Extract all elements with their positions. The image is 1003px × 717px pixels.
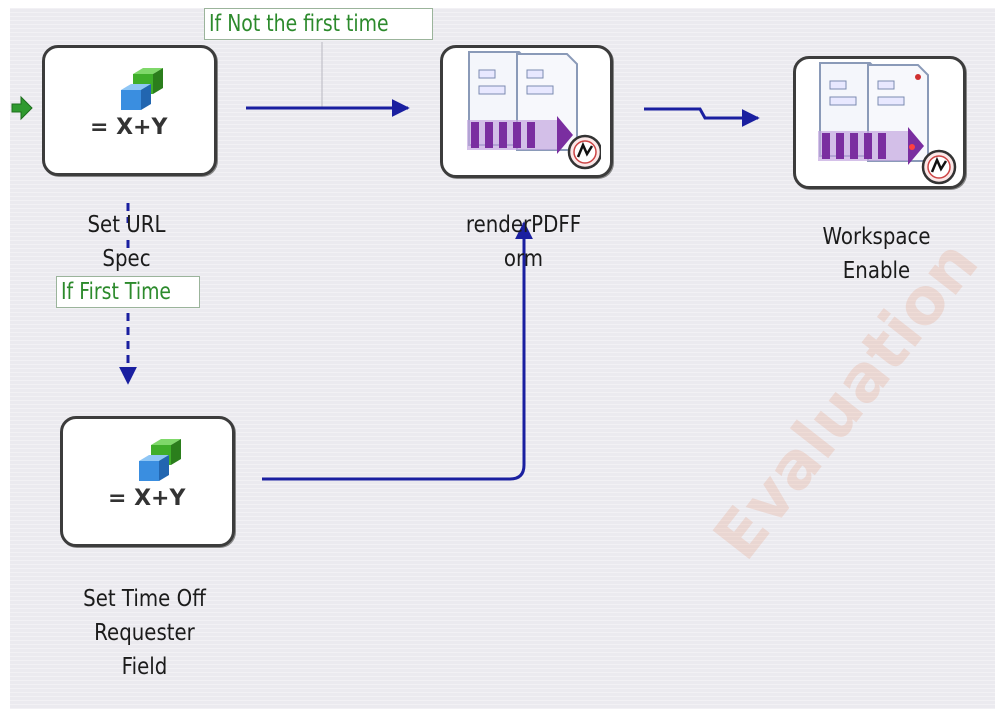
node-workspace-enable[interactable] (793, 56, 966, 189)
assign-expression-icon: = X+Y (108, 439, 186, 511)
edge-render-to-workspace[interactable] (644, 107, 760, 127)
edge-layer (11, 42, 760, 481)
render-form-icon (818, 62, 957, 185)
assign-icon-text: = X+Y (90, 115, 168, 140)
assign-expression-icon: = X+Y (90, 68, 168, 140)
node-label-set-url-spec: Set URL Spec (87, 212, 166, 272)
node-label-workspace-enable: Workspace Enable (822, 224, 931, 284)
edge-label-if-not-first-time[interactable]: If Not the first time (204, 8, 434, 40)
node-label-render-pdf-form: renderPDFF orm (465, 212, 582, 272)
edge-settimeoff-to-render[interactable] (262, 221, 533, 481)
start-arrow-icon (11, 95, 33, 121)
assign-icon-text: = X+Y (108, 486, 186, 511)
edge-label-if-first-time[interactable]: If First Time (56, 276, 201, 308)
node-set-time-off-requester-field[interactable]: = X+Y (60, 416, 235, 547)
process-canvas: = X+Y Set URL Spec renderPDFF orm (10, 8, 995, 709)
node-render-pdf-form[interactable] (440, 45, 613, 178)
node-label-set-time-off-requester-field: Set Time Off Requester Field (83, 586, 206, 680)
render-form-icon (467, 51, 601, 170)
node-set-url-spec[interactable]: = X+Y (42, 45, 217, 176)
